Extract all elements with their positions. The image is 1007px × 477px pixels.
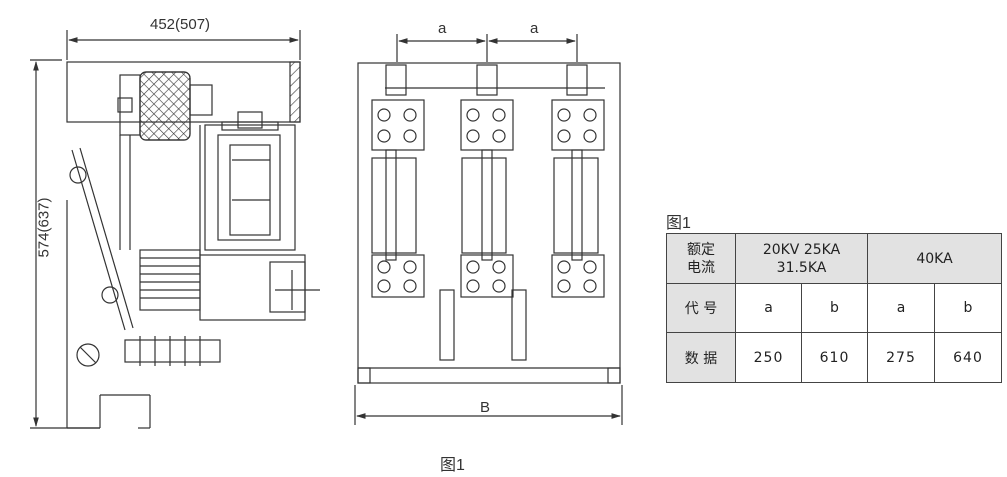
header-group-40ka: 40KA (867, 233, 1002, 284)
table-cell: a (867, 283, 935, 333)
table-cell: 610 (801, 332, 868, 383)
table-row-data: 数 据 250 610 275 640 (666, 332, 1002, 383)
overall-height-label: 574(637) (35, 197, 53, 258)
operating-arm (69, 147, 134, 331)
table-cell: 640 (934, 332, 1002, 383)
total-width-dimension (354, 385, 623, 425)
pole-3 (551, 64, 605, 298)
pole-1 (371, 64, 425, 298)
figure-caption: 图1 (440, 457, 465, 474)
overall-width-label: 452(507) (150, 16, 211, 33)
bottom-insulator (76, 336, 221, 367)
vacuum-interrupter (204, 124, 296, 251)
lower-insulator (139, 249, 201, 311)
header-rated-current: 额定 电流 (666, 233, 736, 284)
table-caption: 图1 (666, 215, 691, 232)
table-cell: 250 (735, 332, 802, 383)
row-label-data: 数 据 (666, 332, 736, 383)
table-cell: a (735, 283, 802, 333)
table-header-row: 额定 电流 20KV 25KA 31.5KA 40KA (666, 233, 1002, 284)
width-dimension-line (66, 30, 301, 60)
total-width-label: B (480, 399, 491, 416)
side-view (30, 30, 320, 429)
pole-spacing-label-2: a (530, 20, 539, 37)
row-label-code: 代 号 (666, 283, 736, 333)
spec-table: 额定 电流 20KV 25KA 31.5KA 40KA 代 号 a b a b … (666, 233, 1002, 383)
table-cell: b (934, 283, 1002, 333)
pole-spacing-label-1: a (438, 20, 447, 37)
table-cell: 275 (867, 332, 935, 383)
table-row-code: 代 号 a b a b (666, 283, 1002, 333)
front-view (354, 34, 623, 425)
table-cell: b (801, 283, 868, 333)
pole-2 (439, 64, 527, 361)
pole-spacing-dimension (396, 34, 578, 62)
front-frame (357, 62, 621, 384)
header-group-20kv: 20KV 25KA 31.5KA (735, 233, 868, 284)
